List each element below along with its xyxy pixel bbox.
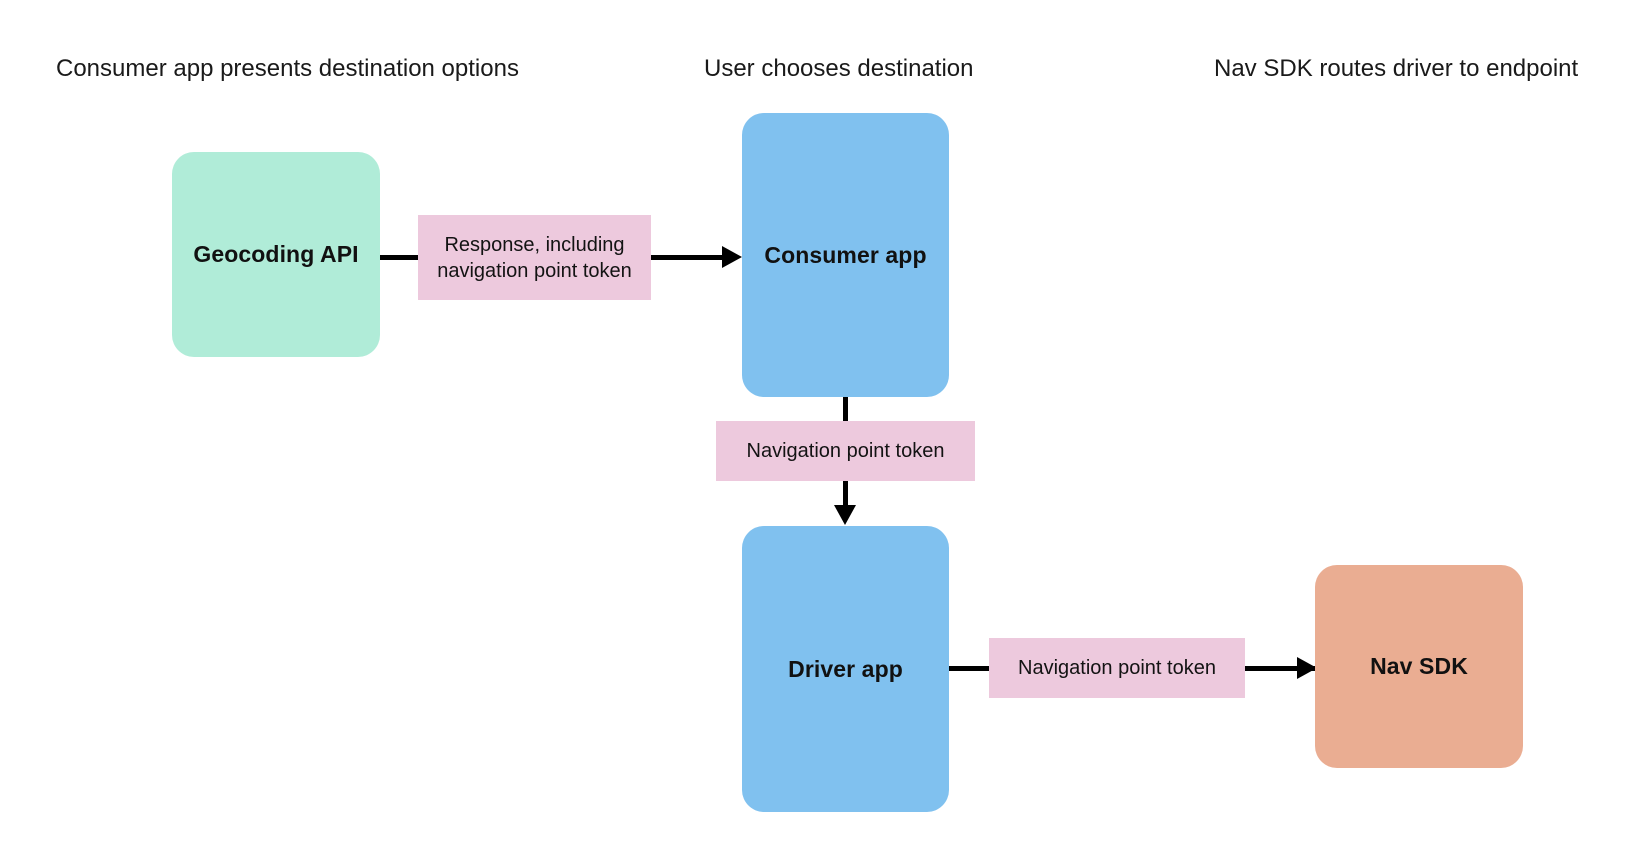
node-consumer-app[interactable]: Consumer app — [742, 113, 949, 397]
arrow-right-icon-to-consumer-app — [722, 246, 742, 268]
column-header-user-chooses: User chooses destination — [704, 55, 974, 82]
arrow-right-icon-to-nav-sdk — [1297, 657, 1317, 679]
edge-label-navigation-point-token-consumer-driver: Navigation point token — [716, 421, 975, 481]
edge-label-nav-token-1-text: Navigation point token — [746, 440, 945, 462]
column-header-consumer-app-presents: Consumer app presents destination option… — [56, 55, 519, 82]
node-driver-app[interactable]: Driver app — [742, 526, 949, 812]
edge-label-nav-token-2-text: Navigation point token — [1018, 657, 1216, 679]
column-header-nav-sdk-routes: Nav SDK routes driver to endpoint — [1214, 55, 1579, 82]
connector-label-to-consumer — [651, 255, 736, 260]
node-geocoding-api-label: Geocoding API — [193, 241, 359, 267]
connector-consumer-to-label — [843, 397, 848, 425]
connector-label-to-driver — [843, 481, 848, 511]
connector-label-to-navsdk — [1245, 666, 1315, 671]
node-nav-sdk-label: Nav SDK — [1370, 653, 1468, 679]
edge-label-response-including-navigation-point-token: Response, including navigation point tok… — [418, 215, 651, 300]
edge-label-navigation-point-token-driver-navsdk: Navigation point token — [989, 638, 1245, 698]
edge-label-response-text: Response, including navigation point tok… — [437, 233, 632, 282]
connector-driver-to-label — [949, 666, 989, 671]
connector-geocoding-to-label — [380, 255, 418, 260]
node-nav-sdk[interactable]: Nav SDK — [1315, 565, 1523, 768]
node-geocoding-api[interactable]: Geocoding API — [172, 152, 380, 357]
node-driver-app-label: Driver app — [788, 655, 903, 682]
arrow-down-icon-to-driver-app — [834, 505, 856, 525]
node-consumer-app-label: Consumer app — [764, 241, 927, 268]
